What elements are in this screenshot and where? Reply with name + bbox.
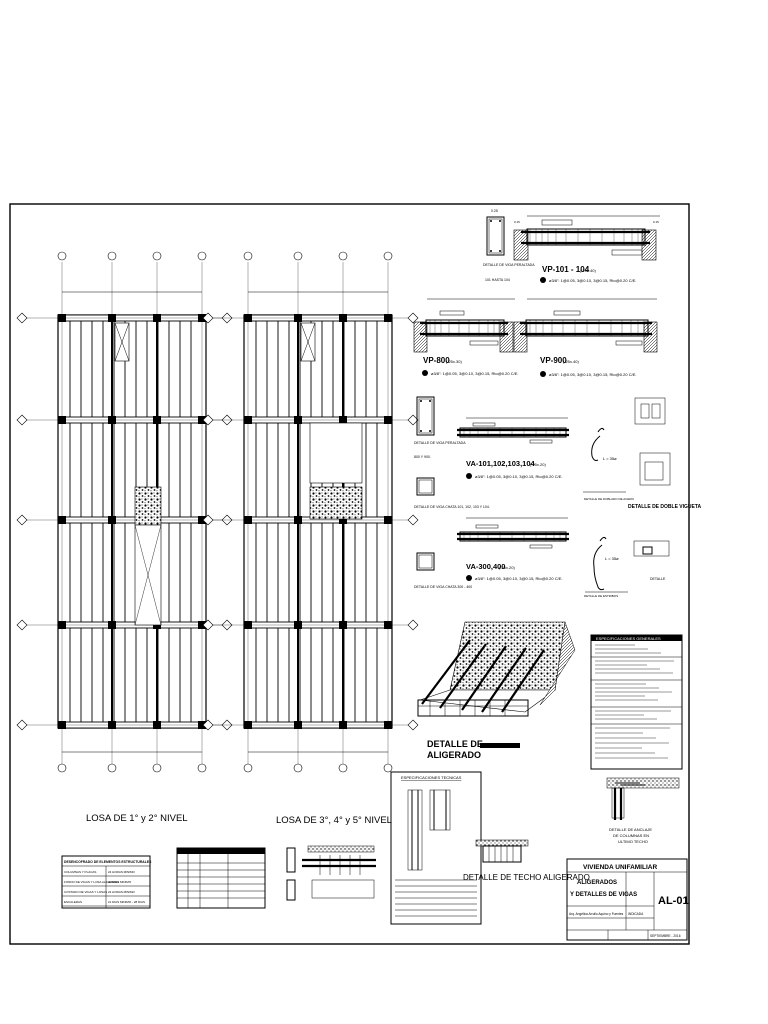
- svg-text:DETALLE: DETALLE: [650, 577, 666, 581]
- legend-element: COLUMNAS Y PLACAS: [64, 870, 96, 874]
- svg-text:L = 35ø: L = 35ø: [605, 556, 619, 561]
- va101-label: VA-101,102,103,104: [466, 459, 535, 468]
- section-va101: DETALLE DE VIGA CHATA 101, 102, 103 Y 10…: [414, 477, 490, 509]
- beam-detail-vp800: VP-800 (.25x.30) ø3/8": 1@0.05, 3@0.10, …: [413, 298, 519, 376]
- vp800-section-caption-2: 800 Y 900.: [414, 455, 431, 459]
- legend-element: FONDO DE VIGAS Y LOSA ALIGERADA: [64, 880, 119, 884]
- legend-element: COSTADO DE VIGAS Y LOSAS: [64, 890, 107, 894]
- anchor-caption-1: DETALLE DE ANCLAJE: [609, 827, 652, 832]
- va101-section-caption: DETALLE DE VIGA CHATA 101, 102, 103 Y 10…: [414, 505, 490, 509]
- svg-text:L = 35ø: L = 35ø: [603, 456, 617, 461]
- legend-title: DESENCOFRADO DE ELEMENTOS ESTRUCTURALES: [64, 860, 152, 864]
- vp800-section-caption: DETALLE DE VIGA PERALTADA: [414, 441, 466, 445]
- specs-title: ESPECIFICACIONES TECNICAS: [401, 775, 462, 780]
- beam-detail-va300: VA-300,400 (.25x.20) ø3/8": 1@0.05, 3@0.…: [457, 517, 569, 581]
- va101-size: (.25x.20): [530, 462, 546, 467]
- legend-time: 21 DIAS MINIMO - 28 DIAS: [108, 900, 145, 904]
- drawing-date: SEPTIEMBRE - 2016: [650, 934, 681, 938]
- va300-label: VA-300,400: [466, 562, 505, 571]
- sheet-title-1: ALIGERADOS: [577, 880, 617, 886]
- slab-edge-detail: DETALLE: [633, 540, 670, 581]
- svg-text:DETALLE DE DOBLADO DE ACERO: DETALLE DE DOBLADO DE ACERO: [584, 497, 635, 501]
- legend-time: 24 HORAS MINIMO: [108, 870, 136, 874]
- technical-specs-panel: ESPECIFICACIONES TECNICAS: [390, 771, 482, 925]
- aligerado-title-2: ALIGERADO: [427, 750, 481, 760]
- vp101-section-caption-1: DETALLE DE VIGA PERALTADA: [483, 263, 535, 267]
- vp900-stirrups: ø3/8": 1@0.05, 3@0.10, 3@0.15, Rto@0.20 …: [549, 372, 637, 377]
- vp800-size: (.25x.30): [446, 359, 462, 364]
- svg-text:0.15: 0.15: [653, 220, 659, 224]
- author: Arq. Angélica Arrollo Aquino y Fuentes: [569, 912, 624, 916]
- anchor-caption-2: DE COLUMNAS EN: [613, 833, 649, 838]
- beam-detail-va101: VA-101,102,103,104 (.25x.20) ø3/8": 1@0.…: [457, 417, 569, 479]
- column-connection-details: [286, 845, 376, 901]
- structural-notes-panel: ESPECIFICACIONES GENERALES: [590, 634, 683, 770]
- svg-text:ESPECIFICACIONES GENERALES: ESPECIFICACIONES GENERALES: [596, 636, 661, 641]
- beam-detail-vp900: VP-900 (.25x.40) ø3/8": 1@0.05, 3@0.10, …: [513, 298, 658, 377]
- hook-details: L = 35ø DETALLE DE DOBLADO DE ACERO L = …: [583, 427, 635, 598]
- column-anchor-detail: DETALLE DE ANCLAJE DE COLUMNAS EN ULTIMO…: [606, 777, 680, 844]
- anchor-caption-3: ULTIMO TECHO: [618, 839, 648, 844]
- sheet-code: AL-01: [658, 895, 689, 907]
- svg-text:DETALLE DE ESTRIBOS: DETALLE DE ESTRIBOS: [584, 594, 618, 598]
- double-joist-detail: DETALLE DE DOBLE VIGUETA: [628, 397, 702, 510]
- plan2-label: LOSA DE 3°, 4° y 5° NIVEL: [276, 815, 392, 826]
- section-va300: DETALLE DE VIGA CHATA 300 - 400: [414, 552, 472, 589]
- title-block: VIVIENDA UNIFAMILIAR ALIGERADOS Y DETALL…: [566, 858, 689, 941]
- svg-text:0.25: 0.25: [491, 209, 498, 213]
- vp900-label: VP-900: [540, 356, 567, 365]
- va300-size: (.25x.20): [499, 565, 515, 570]
- formwork-removal-table: DESENCOFRADO DE ELEMENTOS ESTRUCTURALES …: [61, 855, 152, 909]
- beam-detail-vp101: 0.15 0.15 VP-101 - 104 (.25x.40) ø3/8": …: [513, 215, 660, 283]
- va300-stirrups: ø3/8": 1@0.05, 3@0.10, 3@0.15, Rto@0.20 …: [475, 576, 563, 581]
- vp900-size: (.25x.40): [563, 359, 579, 364]
- vp800-stirrups: ø3/8": 1@0.05, 3@0.10, 3@0.15, Rto@0.20 …: [431, 371, 519, 376]
- sheet-border: [9, 203, 690, 945]
- vp101-section-caption-2: 101 HASTA 104: [485, 278, 510, 282]
- aligerado-title-1: DETALLE DE: [427, 739, 483, 749]
- sheet-title-2: Y DETALLES DE VIGAS: [570, 892, 637, 898]
- va101-stirrups: ø3/8": 1@0.05, 3@0.10, 3@0.15, Rto@0.20 …: [475, 474, 563, 479]
- drawing-scale: INDICADA: [628, 912, 644, 916]
- section-vp800: DETALLE DE VIGA PERALTADA 800 Y 900.: [414, 396, 466, 459]
- slab-plan-levels-1-2: [16, 251, 233, 773]
- legend-element: ESCALERAS: [64, 900, 82, 904]
- joist-ceiling-title: DETALLE DE TECHO ALIGERADO: [463, 873, 590, 882]
- project-name: VIVIENDA UNIFAMILIAR: [583, 864, 657, 871]
- plan1-label: LOSA DE 1° y 2° NIVEL: [86, 813, 188, 824]
- svg-text:0.15: 0.15: [514, 220, 520, 224]
- vp101-size: (.25x.40): [580, 268, 596, 273]
- joist-ceiling-detail: DETALLE DE TECHO ALIGERADO: [463, 839, 590, 882]
- va300-section-caption: DETALLE DE VIGA CHATA 300 - 400: [414, 585, 472, 589]
- legend-time: 24 HORAS MINIMO: [108, 890, 136, 894]
- vp101-label: VP-101 - 104: [542, 265, 590, 274]
- aligerado-isometric-detail: DETALLE DE ALIGERADO: [417, 621, 576, 760]
- legend-time: 21 DIAS MINIMO: [108, 880, 132, 884]
- vp800-label: VP-800: [423, 356, 450, 365]
- slab-plan-levels-3-4-5: [202, 251, 419, 773]
- vp101-stirrups: ø3/8": 1@0.05, 3@0.10, 3@0.15, Rto@0.20 …: [549, 278, 637, 283]
- materials-schedule: [176, 847, 266, 909]
- section-vp101: 0.25 DETALLE DE VIGA PERALTADA 101 HASTA…: [483, 209, 535, 282]
- double-joist-title: DETALLE DE DOBLE VIGUETA: [628, 504, 702, 510]
